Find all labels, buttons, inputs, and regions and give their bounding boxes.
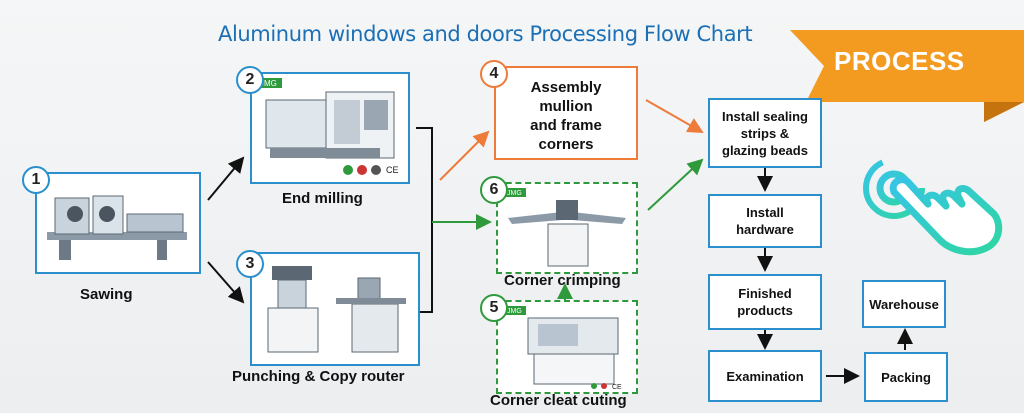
touch-hand-icon <box>863 157 1003 256</box>
sawing-machine-image <box>47 195 187 260</box>
flow-packing: Packing <box>864 352 948 402</box>
corner-cleat-machine-image: JMG CE <box>504 306 622 391</box>
step-4-line-3: and frame <box>530 117 602 134</box>
step-2-box: JMG CE <box>250 72 410 184</box>
step-6-number: 6 <box>480 176 508 204</box>
brand-logo-6: JMG <box>507 190 522 197</box>
step-4-number: 4 <box>480 60 508 88</box>
step-6-label: Corner crimping <box>504 272 621 289</box>
flow-3-line-2: products <box>737 303 793 318</box>
flow-1-line-1: Install sealing <box>722 108 808 124</box>
flow-1-line-3: glazing beads <box>722 142 808 158</box>
corner-crimping-machine-image: JMG <box>504 188 626 267</box>
flow-finished-products: Finished products <box>708 274 822 330</box>
flow-5-label: Packing <box>881 369 931 385</box>
brand-logo-2: JMG <box>260 79 277 88</box>
step-5-box: JMG CE <box>496 300 638 394</box>
flow-warehouse: Warehouse <box>862 280 946 328</box>
step-6-box: JMG <box>496 182 638 274</box>
step-5-number: 5 <box>480 294 508 322</box>
svg-text:CE: CE <box>612 384 622 391</box>
svg-text:CE: CE <box>386 165 399 175</box>
flow-install-hardware: Install hardware <box>708 194 822 248</box>
flow-4-label: Examination <box>726 368 804 384</box>
step-1-box <box>35 172 201 274</box>
step-3-label: Punching & Copy router <box>232 368 405 385</box>
punching-router-machine-image <box>267 266 406 353</box>
flow-6-label: Warehouse <box>869 296 939 312</box>
flow-3-line-1: Finished <box>738 286 792 301</box>
flow-examination: Examination <box>708 350 822 402</box>
step-3-box <box>250 252 420 366</box>
process-label: PROCESS <box>834 46 965 76</box>
flow-2-line-2: hardware <box>736 222 794 237</box>
step-4-line-4: corners <box>538 136 594 153</box>
step-4-line-1: Assembly <box>530 79 602 96</box>
step-5-label: Corner cleat cuting <box>490 392 627 409</box>
step-4-label: Assembly mullion and frame corners <box>496 78 636 154</box>
flow-2-line-1: Install <box>746 205 784 220</box>
step-1-label: Sawing <box>80 286 133 303</box>
step-2-label: End milling <box>282 190 363 207</box>
step-1-number: 1 <box>22 166 50 194</box>
process-banner <box>790 30 1024 122</box>
brand-logo-5: JMG <box>507 308 522 315</box>
flow-install-sealing: Install sealing strips & glazing beads <box>708 98 822 168</box>
step-4-line-2: mullion <box>539 98 593 115</box>
flow-1-line-2: strips & <box>740 125 790 141</box>
end-milling-machine-image: JMG CE <box>256 78 399 175</box>
step-3-number: 3 <box>236 250 264 278</box>
step-4-box: Assembly mullion and frame corners <box>494 66 638 160</box>
step-2-number: 2 <box>236 66 264 94</box>
chart-title: Aluminum windows and doors Processing Fl… <box>218 22 753 46</box>
